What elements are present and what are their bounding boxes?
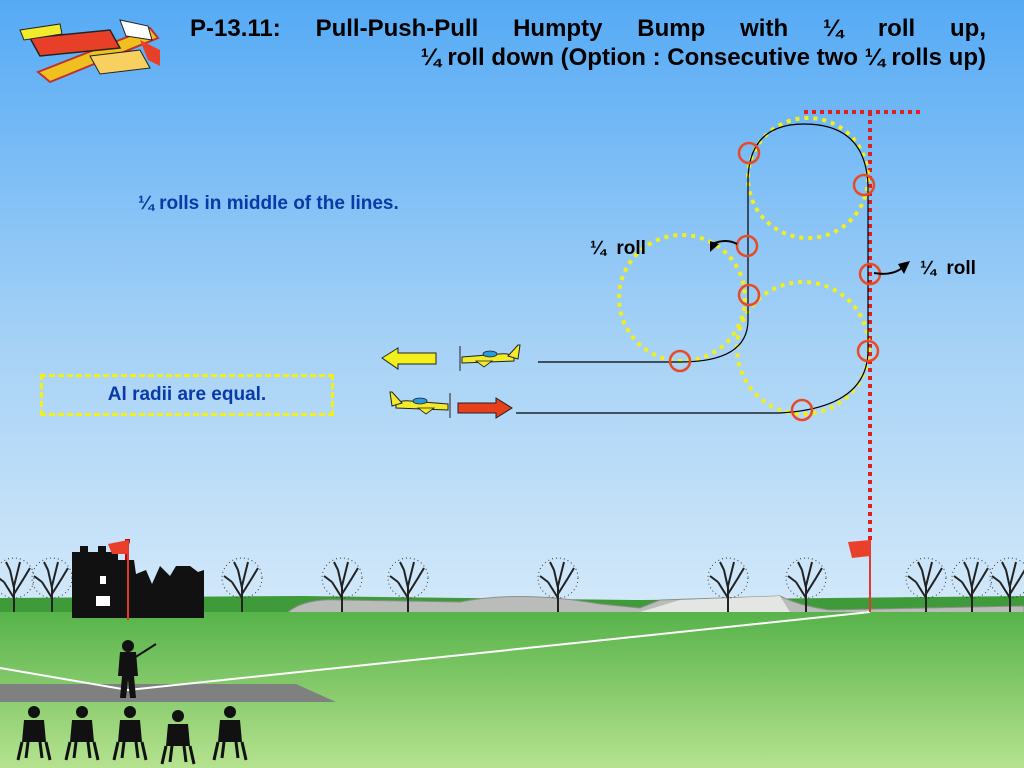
box-line — [804, 110, 920, 540]
arrow-right-icon — [457, 397, 513, 419]
marker-circle — [668, 349, 692, 373]
roll-label-left: ¼ roll — [590, 238, 646, 259]
marker-circle — [735, 234, 759, 258]
radii-note: Al radii are equal. — [107, 384, 267, 405]
page-title: P-13.11: Pull-Push-Pull Humpty Bump with… — [190, 14, 986, 72]
marker-circle — [737, 141, 761, 165]
marker-circle — [856, 339, 880, 363]
pilot-icon — [118, 640, 157, 698]
roll-arrow-icon — [710, 240, 738, 252]
flag-icon — [848, 540, 871, 612]
marker-circle — [737, 283, 761, 307]
radius-circle-left — [617, 233, 747, 363]
title-line-2: ¼ roll down (Option : Consecutive two ¼ … — [420, 44, 986, 71]
radius-circle-right — [735, 280, 871, 416]
radii-note-box: Al radii are equal. — [40, 374, 334, 416]
title-line-1: P-13.11: Pull-Push-Pull Humpty Bump with… — [190, 15, 986, 42]
roll-arrow-icon — [873, 261, 910, 275]
marker-circle — [852, 173, 876, 197]
marker-circle — [790, 398, 814, 422]
marker-circles — [668, 141, 882, 422]
plane-logo-icon — [19, 19, 160, 84]
middle-rolls-note: ¼ rolls in middle of the lines. — [138, 193, 399, 214]
roll-label-right: ¼ roll — [920, 258, 976, 279]
arrow-left-icon — [381, 347, 437, 370]
runway — [0, 684, 336, 702]
flag-icon — [108, 540, 129, 620]
flight-path — [516, 123, 869, 414]
